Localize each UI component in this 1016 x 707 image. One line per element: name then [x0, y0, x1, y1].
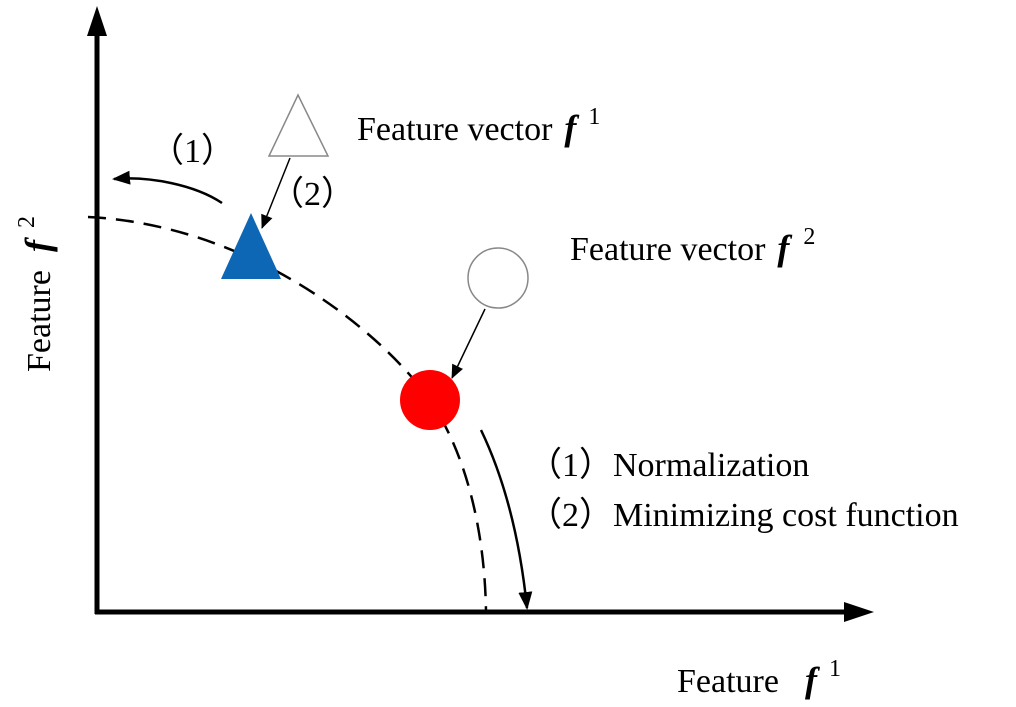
- x-axis-word: Feature: [677, 663, 779, 700]
- minimize-arrow-triangle: [261, 157, 291, 229]
- feature-vector-2-original-circle: [467, 247, 529, 309]
- feature-vector-2-symbol: f: [777, 228, 792, 268]
- minimize-arrow-circle: [451, 308, 486, 379]
- x-axis-sup: 1: [829, 656, 841, 682]
- x-axis: [95, 602, 874, 622]
- feature-vector-1-word: Feature vector: [357, 111, 553, 148]
- step-1-label: （1）: [150, 132, 235, 170]
- feature-vector-2-normalized-circle: [400, 370, 460, 430]
- legend-minimizing-cost: （2）Minimizing cost function: [528, 496, 959, 534]
- legend-normalization: （1）Normalization: [528, 446, 809, 484]
- feature-vector-1-normalized-triangle: [221, 213, 281, 279]
- normalization-arrow-top: [112, 170, 223, 205]
- step-2-label: （2）: [270, 175, 355, 213]
- normalization-arrow-right: [479, 429, 533, 610]
- feature-vector-1-original-triangle: [267, 93, 330, 157]
- feature-vector-1-sup: 1: [588, 104, 600, 130]
- y-axis-symbol: f: [18, 237, 58, 252]
- x-axis-symbol: f: [805, 660, 820, 700]
- feature-vector-2-sup: 2: [803, 224, 815, 250]
- feature-vector-1-symbol: f: [564, 108, 579, 148]
- y-axis-arrowhead: [87, 6, 107, 36]
- x-axis-arrowhead: [844, 602, 874, 622]
- feature-vector-2-word: Feature vector: [570, 231, 766, 268]
- y-axis-title: Feature f 2: [14, 216, 58, 372]
- feature-vector-1-label: Feature vector f 1: [357, 104, 600, 148]
- y-axis-word: Feature: [21, 270, 58, 372]
- y-axis: [87, 6, 107, 614]
- y-axis-sup: 2: [14, 216, 40, 228]
- x-axis-title: Feature f 1: [677, 656, 841, 700]
- feature-vector-2-label: Feature vector f 2: [570, 224, 815, 268]
